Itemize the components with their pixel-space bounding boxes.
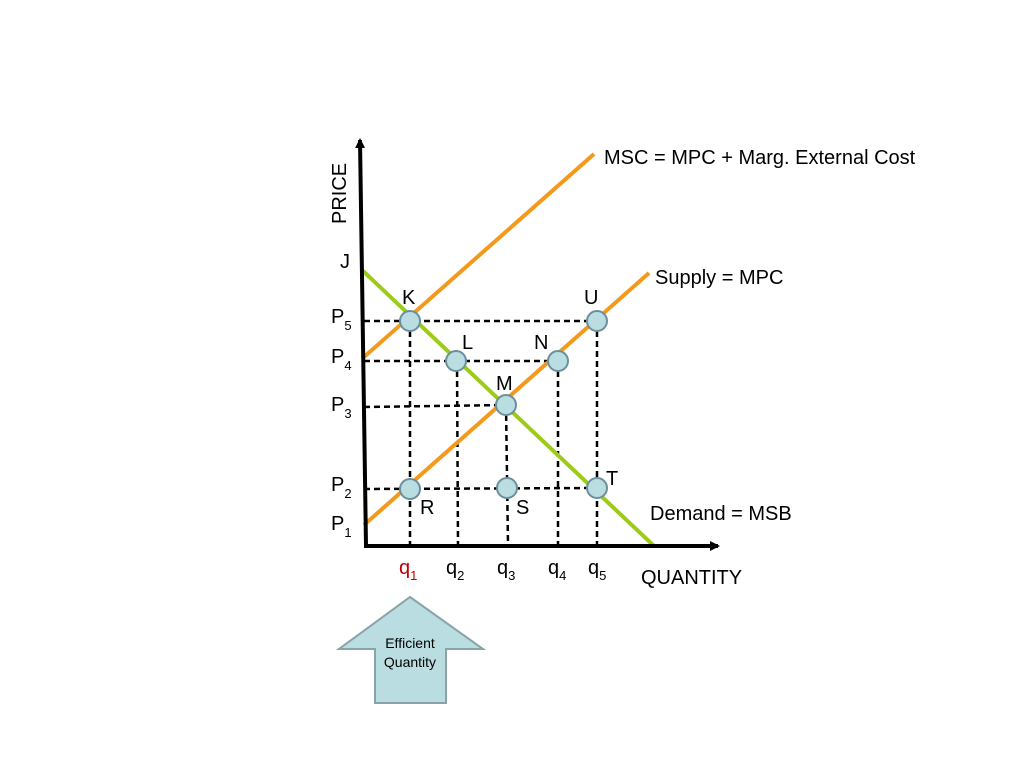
y-axis-label: PRICE [329,163,351,224]
x-axis-label: QUANTITY [641,567,742,589]
quantity-tick-q5: q5 [588,557,606,583]
quantity-tick-q4: q4 [548,557,566,583]
point-l [445,350,467,372]
point-n [547,350,569,372]
price-tick-p1: P1 [331,513,352,540]
point-label-l: L [462,332,473,354]
price-tick-p4: P4 [331,346,352,373]
point-t [586,477,608,499]
point-label-m: M [496,373,513,395]
points [399,310,608,500]
efficient-quantity-callout: Efficient Quantity [335,595,487,704]
quantity-tick-q2: q2 [446,557,464,583]
point-label-t: T [606,468,618,490]
quantity-tick-q1: q1 [399,557,417,583]
point-r [399,478,421,500]
point-label-u: U [584,287,598,309]
y-axis [355,138,368,547]
callout-line-2: Quantity [384,654,436,670]
up-arrow-shape [335,595,487,704]
point-label-j: J [340,251,350,273]
callout-line-1: Efficient [385,635,435,651]
guide-q2 [455,360,460,547]
point-label-k: K [402,287,416,309]
guide-p2 [363,486,598,491]
price-tick-p2: P2 [331,474,352,501]
supply-label: Supply = MPC [655,267,783,289]
point-m [495,394,517,416]
price-tick-p5: P5 [331,306,352,333]
point-u [586,310,608,332]
point-k [399,310,421,332]
point-label-s: S [516,497,529,519]
point-s [496,477,518,499]
price-tick-labels: P5 P4 P3 P2 P1 [331,306,352,540]
msc-curve [362,152,596,359]
msc-label: MSC = MPC + Marg. External Cost [604,147,916,169]
point-label-n: N [534,332,548,354]
guide-q3 [504,404,510,547]
quantity-tick-labels: q1 q2 q3 q4 q5 [399,557,606,583]
demand-label: Demand = MSB [650,503,792,525]
quantity-tick-q3: q3 [497,557,515,583]
point-label-r: R [420,497,434,519]
price-tick-p3: P3 [331,394,352,421]
guide-p3 [363,403,506,409]
